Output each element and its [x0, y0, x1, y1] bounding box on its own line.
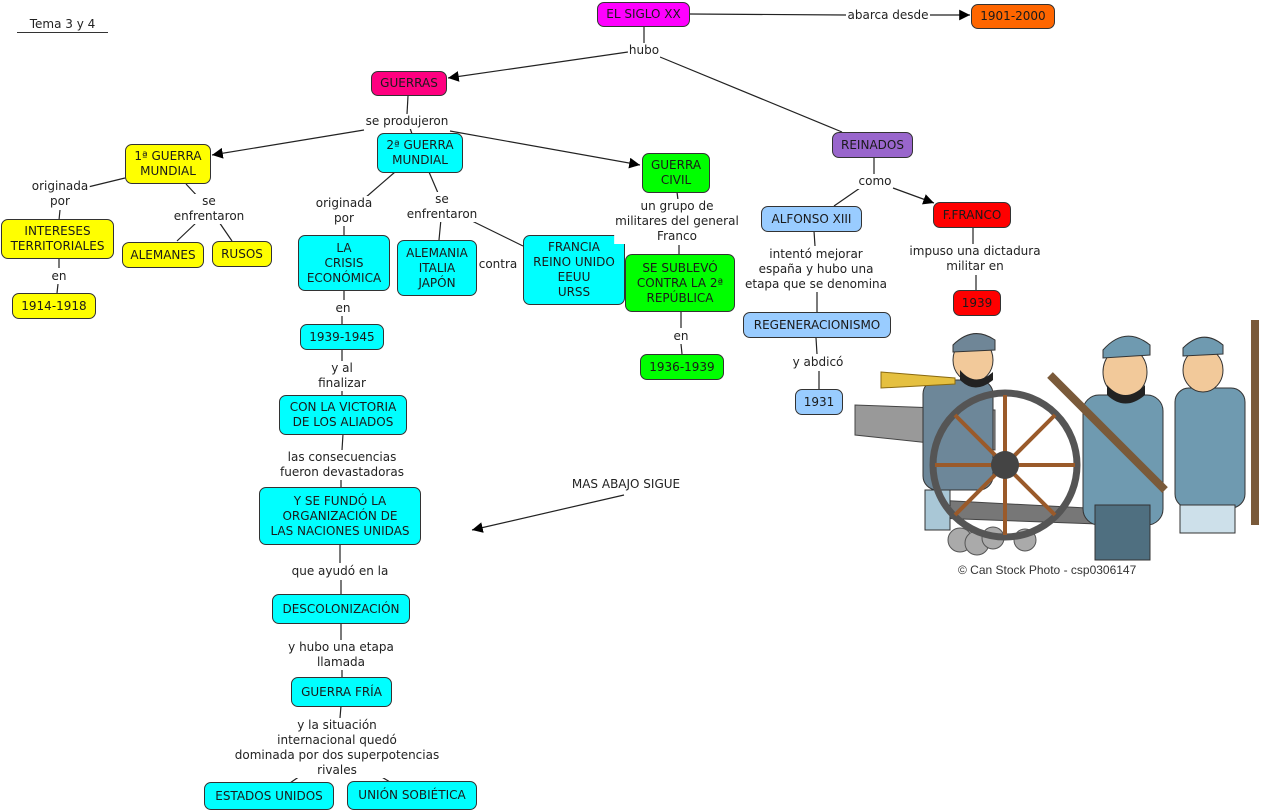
node-primera-guerra-mundial[interactable]: 1ª GUERRA MUNDIAL	[125, 144, 211, 184]
map-title: Tema 3 y 4	[17, 17, 108, 33]
node-descolonizacion[interactable]: DESCOLONIZACIÓN	[272, 594, 410, 624]
node-aliados[interactable]: FRANCIA REINO UNIDO EEUU URSS	[523, 235, 625, 305]
node-alemanes[interactable]: ALEMANES	[122, 242, 204, 268]
node-1939[interactable]: 1939	[953, 290, 1001, 316]
link-se-enfrentaron-2: se enfrentaron	[405, 192, 479, 222]
node-rusos[interactable]: RUSOS	[212, 241, 272, 267]
node-1901-2000[interactable]: 1901-2000	[971, 4, 1055, 29]
mas-abajo-sigue-note: MAS ABAJO SIGUE	[570, 477, 682, 492]
node-1936-1939[interactable]: 1936-1939	[640, 354, 724, 380]
node-1939-1945[interactable]: 1939-1945	[300, 324, 384, 350]
link-originada-por-2: originada por	[314, 196, 374, 226]
link-consecuencias: las consecuencias fueron devastadoras	[279, 450, 405, 480]
node-onu[interactable]: Y SE FUNDÓ LA ORGANIZACIÓN DE LAS NACION…	[259, 487, 421, 545]
link-se-produjeron: se produjeron	[364, 114, 450, 129]
link-en-civil: en	[672, 329, 690, 344]
node-crisis-economica[interactable]: LA CRISIS ECONÓMICA	[298, 235, 390, 291]
node-guerra-civil[interactable]: GUERRA CIVIL	[642, 153, 710, 193]
link-intento-mejorar: intentó mejorar españa y hubo una etapa …	[743, 247, 889, 292]
image-credit: © Can Stock Photo - csp0306147	[958, 563, 1137, 577]
link-en-2: en	[334, 301, 352, 316]
node-siglo-xx[interactable]: EL SIGLO XX	[597, 2, 690, 27]
rifle-soldier-icon	[1047, 335, 1168, 561]
link-se-enfrentaron-1: se enfrentaron	[172, 194, 246, 224]
node-se-sublevo[interactable]: SE SUBLEVÓ CONTRA LA 2ª REPÚBLICA	[625, 254, 735, 312]
node-estados-unidos[interactable]: ESTADOS UNIDOS	[204, 782, 334, 810]
node-segunda-guerra-mundial[interactable]: 2ª GUERRA MUNDIAL	[377, 133, 463, 173]
link-contra: contra	[477, 257, 519, 272]
link-un-grupo-militares: un grupo de militares del general Franco	[614, 199, 740, 244]
link-y-al-finalizar: y al finalizar	[317, 361, 367, 391]
node-intereses-territoriales[interactable]: INTERESES TERRITORIALES	[1, 219, 114, 259]
node-victoria-aliados[interactable]: CON LA VICTORIA DE LOS ALIADOS	[279, 395, 407, 435]
link-abarca-desde: abarca desde	[846, 8, 930, 23]
cannon-wheel-icon	[929, 389, 1081, 541]
node-alfonso-xiii[interactable]: ALFONSO XIII	[761, 206, 862, 232]
node-reinados[interactable]: REINADOS	[832, 132, 913, 158]
link-y-abdico: y abdicó	[791, 355, 845, 370]
node-franco[interactable]: F.FRANCO	[933, 202, 1011, 228]
node-guerras[interactable]: GUERRAS	[371, 71, 447, 96]
link-que-ayudo: que ayudó en la	[290, 564, 390, 579]
node-regeneracionismo[interactable]: REGENERACIONISMO	[743, 312, 891, 338]
node-guerra-fria[interactable]: GUERRA FRÍA	[291, 677, 392, 707]
link-como: como	[857, 174, 893, 189]
soldiers-cannon-illustration	[854, 320, 1259, 561]
trumpeter-soldier-icon	[880, 333, 996, 531]
link-hubo: hubo	[627, 43, 661, 58]
link-etapa-llamada: y hubo una etapa llamada	[287, 640, 395, 670]
node-eje[interactable]: ALEMANIA ITALIA JAPÓN	[397, 240, 477, 296]
link-impuso-dictadura: impuso una dictadura militar en	[908, 244, 1042, 274]
link-situacion-internacional: y la situación internacional quedó domin…	[233, 718, 441, 778]
node-union-sobietica[interactable]: UNIÓN SOBIÉTICA	[347, 781, 477, 810]
saluting-soldier-icon	[1174, 320, 1259, 534]
node-1931[interactable]: 1931	[795, 389, 843, 415]
link-originada-por-1: originada por	[30, 179, 90, 209]
node-1914-1918[interactable]: 1914-1918	[12, 293, 96, 319]
link-en-1: en	[50, 269, 68, 284]
